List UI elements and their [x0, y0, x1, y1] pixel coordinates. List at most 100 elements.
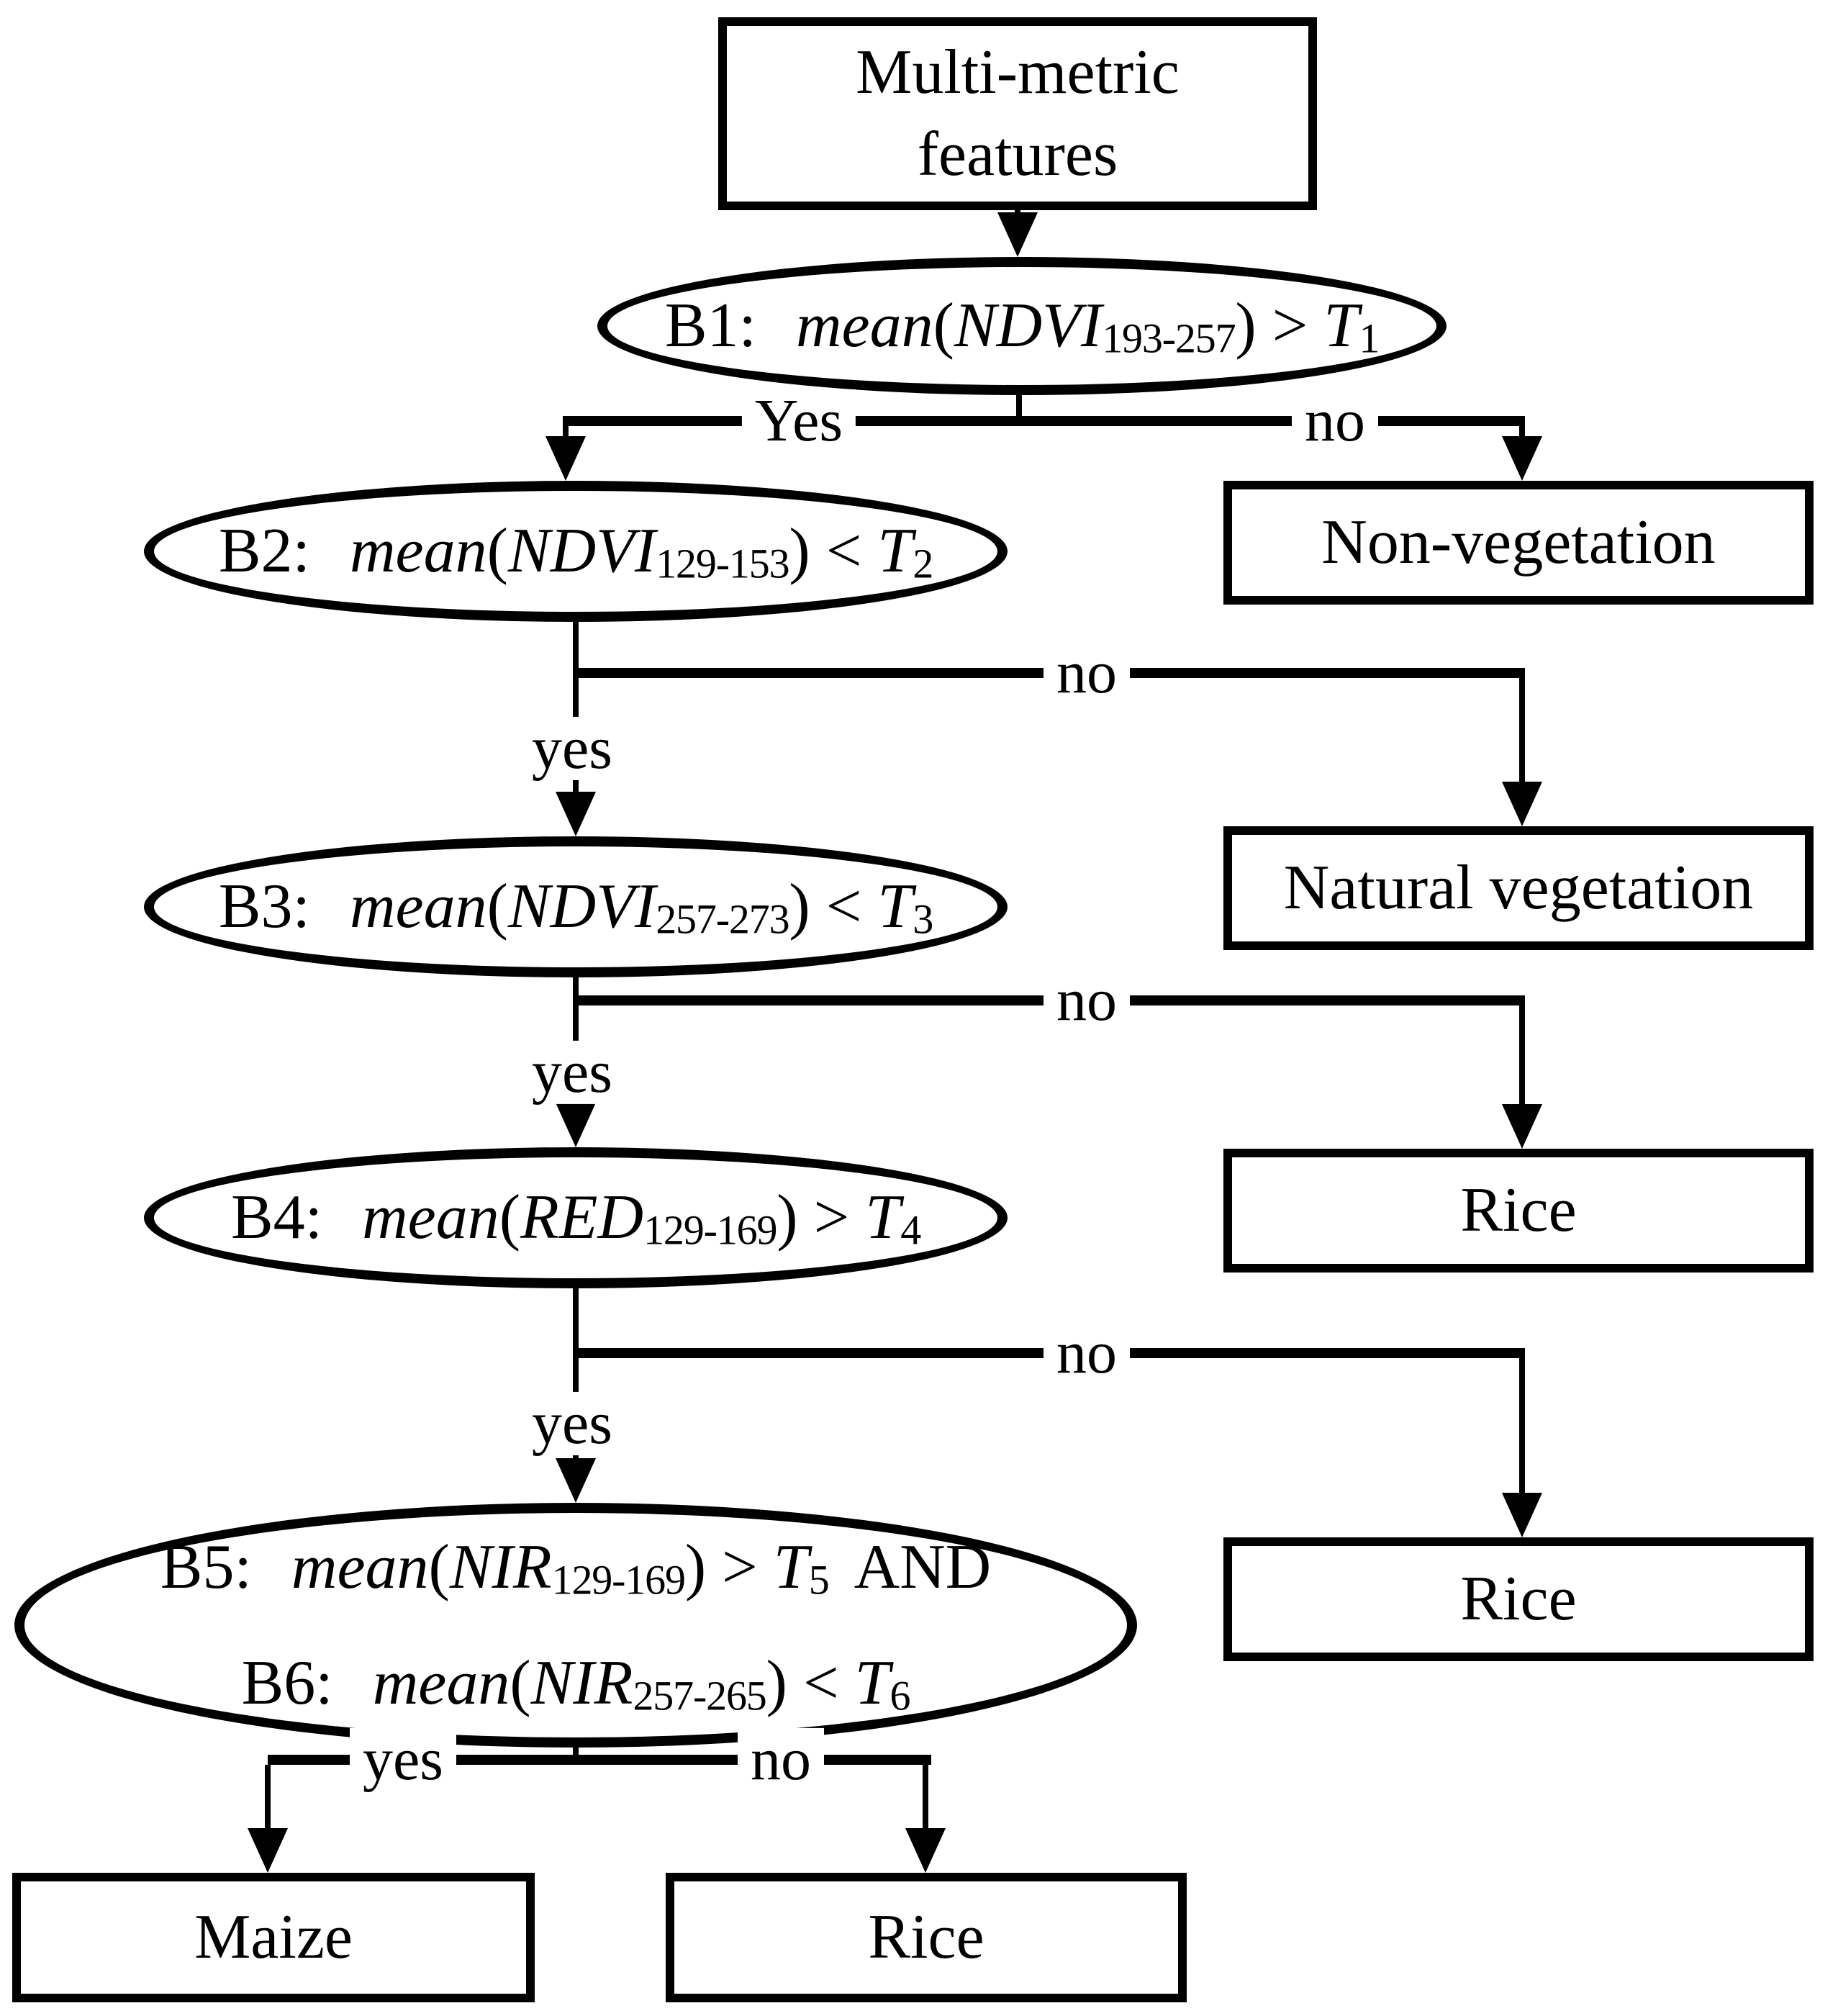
connector-b1-yes-drop: [563, 426, 569, 440]
decision-b6-operator: <: [802, 1647, 839, 1718]
arrowhead-b1-yes-to-b2: [545, 436, 586, 481]
terminal-maize: Maize: [12, 1873, 535, 2002]
decision-b4: B4: mean(RED129-169)>T4: [144, 1147, 1008, 1288]
decision-b5-and-operator: AND: [854, 1532, 992, 1602]
decision-b2-variable: NDVI: [507, 516, 656, 587]
terminal-non-vegetation-label: Non-vegetation: [1321, 507, 1716, 577]
decision-b2-id: B2:: [218, 516, 310, 587]
decision-b4-open-paren: (: [499, 1183, 521, 1253]
start-box-multi-metric-features: Multi-metric features: [718, 17, 1317, 210]
edge-label-b1-no: no: [1292, 389, 1378, 453]
decision-b3-fn: mean: [349, 872, 487, 942]
decision-b3-open-paren: (: [486, 872, 508, 942]
connector-b2-no-drop: [1519, 678, 1525, 786]
arrowhead-b5-yes-to-maize: [248, 1828, 288, 1873]
decision-b5-close-paren: ): [684, 1532, 707, 1602]
decision-b5-id: B5:: [160, 1532, 252, 1602]
edge-label-b1-yes: Yes: [741, 389, 856, 453]
decision-b2-close-paren: ): [789, 516, 810, 587]
arrowhead-b4-yes-to-b5: [556, 1458, 596, 1503]
connector-b1-no-drop: [1519, 426, 1525, 440]
decision-b1-threshold: T: [1323, 291, 1359, 361]
arrowhead-b2-yes-to-b3: [556, 792, 596, 836]
connector-b5-yes-drop: [265, 1765, 271, 1830]
decision-b3-threshold: T: [877, 872, 913, 942]
decision-b1-subscript: 193-257: [1102, 315, 1236, 362]
decision-b3-variable: NDVI: [507, 872, 656, 942]
decision-b1-operator: >: [1272, 291, 1308, 361]
decision-b4-fn: mean: [362, 1183, 499, 1253]
decision-b1-close-paren: ): [1235, 291, 1257, 361]
connector-b1-branch: [563, 416, 1525, 426]
decision-b2-fn: mean: [349, 516, 487, 587]
decision-b4-operator: >: [813, 1183, 850, 1253]
decision-b4-subscript: 129-169: [643, 1206, 777, 1254]
connector-b5-no-drop: [923, 1765, 928, 1830]
decision-b5-open-paren: (: [428, 1532, 450, 1602]
decision-b4-id: B4:: [230, 1183, 323, 1253]
decision-b6-id: B6:: [241, 1647, 333, 1718]
decision-b5-subscript: 129-169: [551, 1556, 686, 1604]
terminal-rice-mid-label: Rice: [1460, 1563, 1577, 1634]
start-box-line1: Multi-metric: [856, 37, 1180, 107]
terminal-rice-bottom: Rice: [666, 1873, 1187, 2002]
decision-b4-threshold-subscript: 4: [900, 1206, 921, 1254]
decision-b3-operator: <: [825, 872, 862, 942]
arrowhead-b5-no-to-rice-bottom: [905, 1828, 946, 1873]
decision-b1-expression: B1:mean(NDVI193-257)>T1: [664, 288, 1380, 364]
arrowhead-b3-no-to-rice-top: [1502, 1104, 1542, 1149]
terminal-rice-mid: Rice: [1223, 1537, 1814, 1661]
edge-label-b3-yes: yes: [519, 1040, 625, 1105]
edge-label-b5-no: no: [738, 1727, 824, 1792]
decision-b1-open-paren: (: [933, 291, 954, 361]
decision-b4-variable: RED: [520, 1183, 644, 1253]
terminal-rice-top: Rice: [1223, 1149, 1814, 1273]
arrowhead-b1-no-to-non-vegetation: [1502, 436, 1542, 481]
decision-b4-expression: B4: mean(RED129-169)>T4: [230, 1180, 921, 1256]
edge-label-b2-no: no: [1044, 641, 1130, 705]
decision-b1-threshold-subscript: 1: [1359, 315, 1380, 362]
decision-b4-close-paren: ): [777, 1183, 798, 1253]
terminal-rice-bottom-label: Rice: [868, 1902, 984, 1972]
decision-b5-operator: >: [722, 1532, 758, 1602]
connector-b4-no-drop: [1519, 1358, 1525, 1495]
start-box-text: Multi-metric features: [856, 32, 1180, 196]
terminal-non-vegetation: Non-vegetation: [1223, 481, 1814, 605]
edge-label-b5-yes: yes: [350, 1727, 456, 1792]
decision-b2-threshold: T: [877, 516, 913, 587]
terminal-natural-vegetation-label: Natural vegetation: [1283, 852, 1754, 923]
terminal-maize-label: Maize: [194, 1902, 353, 1972]
connector-b3-no-drop: [1519, 1005, 1525, 1107]
decision-b3-threshold-subscript: 3: [913, 895, 933, 943]
decision-b2-operator: <: [825, 516, 862, 587]
connector-b2-to-b3: [573, 622, 579, 795]
decision-b6-close-paren: ): [766, 1647, 787, 1718]
arrowhead-b2-no-to-natural-vegetation: [1502, 782, 1542, 826]
decision-b1-id: B1:: [664, 291, 756, 361]
decision-b1: B1:mean(NDVI193-257)>T1: [597, 257, 1447, 395]
terminal-rice-top-label: Rice: [1460, 1175, 1577, 1245]
decision-b4-threshold: T: [865, 1183, 901, 1253]
edge-label-b4-no: no: [1044, 1321, 1130, 1386]
arrowhead-start-to-b1: [997, 212, 1038, 257]
connector-b5-stem: [573, 1748, 579, 1760]
arrowhead-b4-no-to-rice-mid: [1502, 1493, 1542, 1537]
connector-b4-to-b5: [573, 1288, 579, 1461]
decision-b3: B3:mean(NDVI257-273)<T3: [144, 836, 1008, 977]
arrowhead-b3-yes-to-b4: [556, 1103, 596, 1147]
decision-b3-close-paren: ): [789, 872, 810, 942]
edge-label-b3-no: no: [1044, 968, 1130, 1033]
decision-b6-threshold-subscript: 6: [889, 1672, 911, 1719]
decision-b6-threshold: T: [854, 1647, 890, 1718]
decision-b6-expression: B6:mean(NIR257-265)<T6: [241, 1645, 911, 1722]
decision-b3-expression: B3:mean(NDVI257-273)<T3: [219, 869, 933, 945]
decision-b5-variable: NIR: [449, 1532, 552, 1602]
decision-b6-open-paren: (: [510, 1647, 531, 1718]
terminal-natural-vegetation: Natural vegetation: [1223, 826, 1814, 950]
decision-b6-fn: mean: [372, 1647, 510, 1718]
edge-label-b2-yes: yes: [519, 716, 625, 781]
decision-b6-subscript: 257-265: [633, 1672, 766, 1719]
